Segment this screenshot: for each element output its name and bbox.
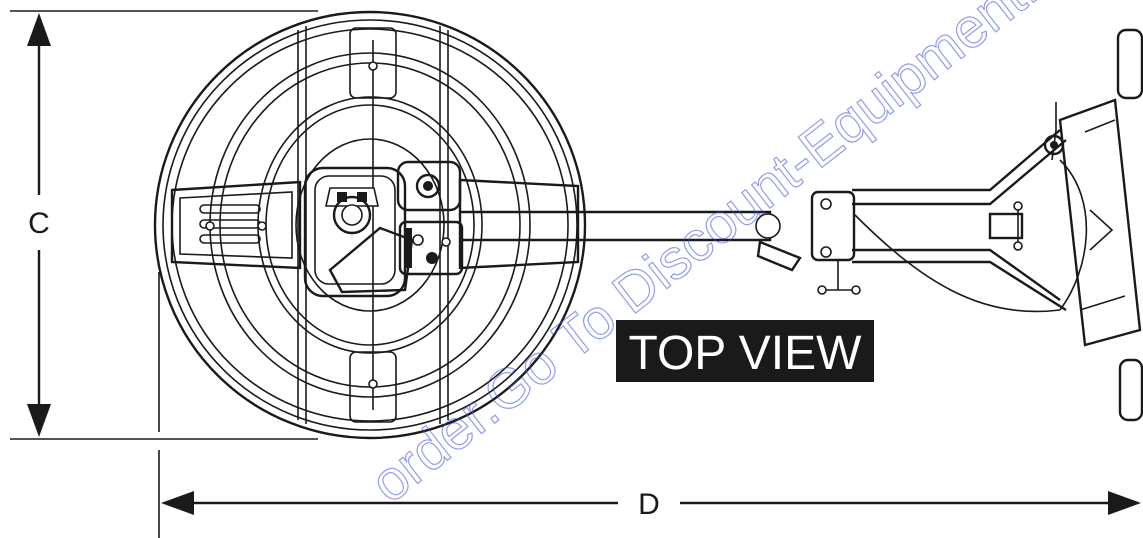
view-label-background: [616, 320, 874, 382]
handle-crossbar: [1058, 98, 1142, 347]
left-grip: [1116, 28, 1143, 100]
air-filter-housing: [396, 160, 462, 212]
dimension-d-left-arrowhead: [161, 491, 194, 515]
throttle-lever: [1043, 134, 1065, 156]
frame-bars: [297, 26, 449, 424]
dimension-d-right-arrowhead: [1108, 491, 1141, 515]
right-blade-arm: [458, 178, 580, 270]
throttle-block: [756, 240, 802, 272]
guard-outer-ring: [153, 10, 587, 440]
dimension-c-top-arrowhead: [27, 13, 51, 46]
dimension-d-label: D: [638, 488, 660, 521]
dimension-c: C: [10, 10, 318, 440]
right-grip: [1118, 358, 1143, 422]
dimension-c-label: C: [28, 207, 50, 240]
shaft-pivot: [755, 213, 781, 239]
left-blade-arm: [170, 180, 302, 270]
dimension-c-bottom-arrowhead: [27, 404, 51, 437]
handle-clamp: [810, 190, 856, 262]
dimension-d: D: [158, 272, 1141, 538]
watermark-text: order.Go To Discount-Equipment.com: [359, 0, 1133, 514]
view-label: TOP VIEW: [616, 320, 874, 382]
handle-cross-block: [988, 212, 1024, 240]
handle-frame: [852, 28, 1143, 422]
guard-ring-5: [295, 138, 445, 312]
gearbox-plate: [398, 220, 464, 276]
handle-shaft: [460, 190, 861, 295]
view-label-text: TOP VIEW: [629, 327, 863, 380]
engine: [303, 160, 464, 298]
